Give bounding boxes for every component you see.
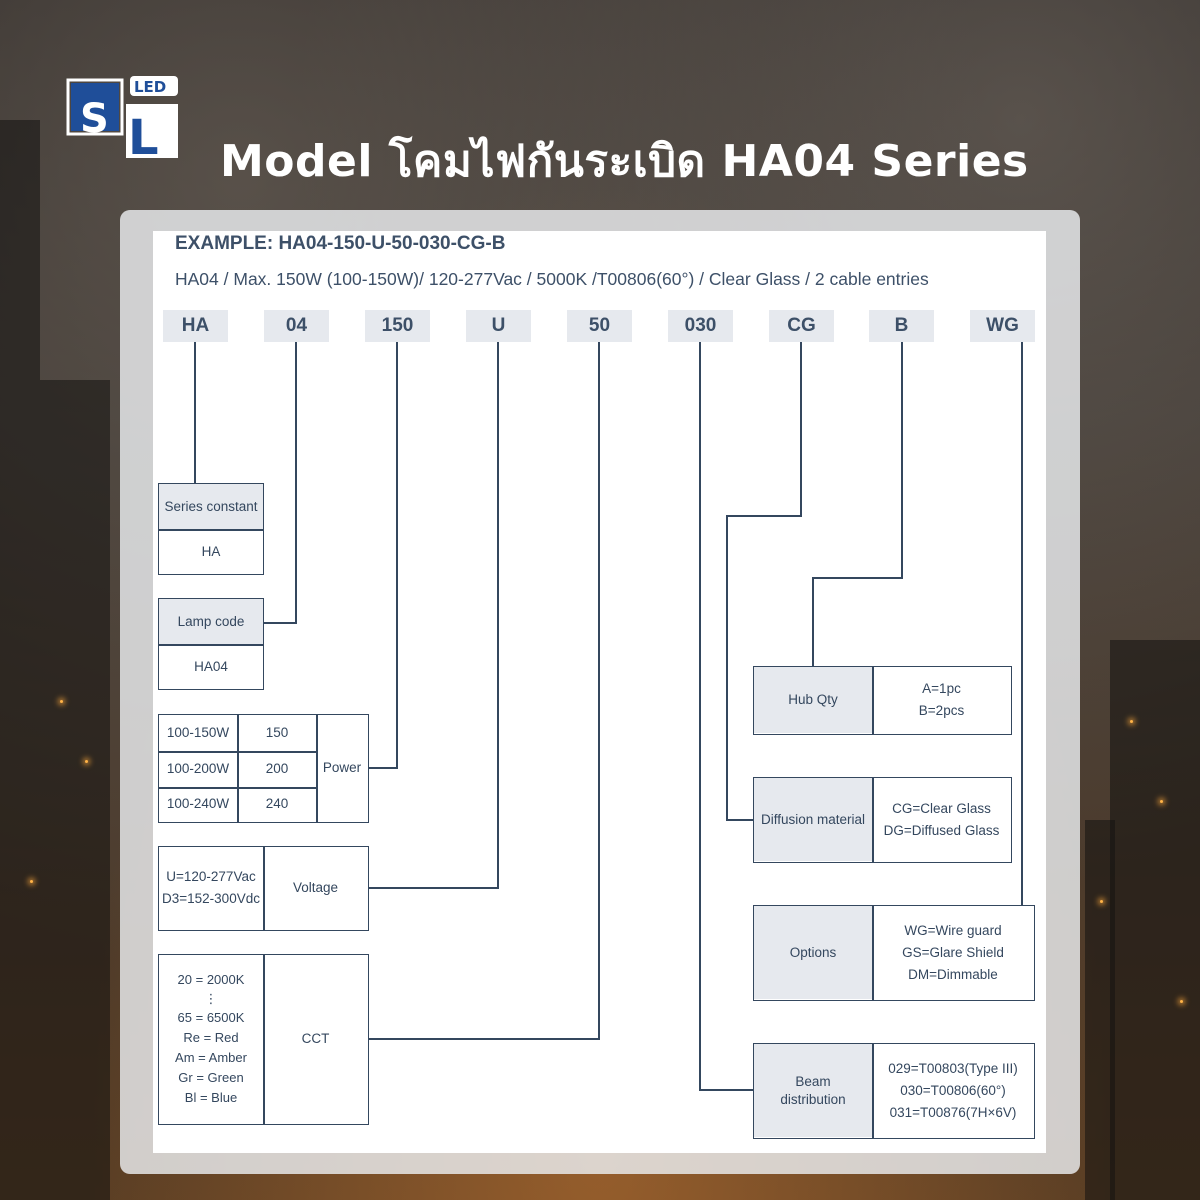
beam-label: Beam distribution [754, 1044, 872, 1137]
diffusion-box: Diffusion material CG=Clear Glass DG=Dif… [753, 777, 1012, 863]
code-segment-power: 150 [365, 310, 430, 342]
options-box: Options WG=Wire guard GS=Glare Shield DM… [753, 905, 1035, 1001]
sl-led-logo: S L LED [66, 76, 178, 162]
lamp-code-box: Lamp code HA04 [158, 598, 264, 690]
beam-options: 029=T00803(Type III) 030=T00806(60°) 031… [873, 1044, 1033, 1137]
options-list: WG=Wire guard GS=Glare Shield DM=Dimmabl… [873, 906, 1033, 999]
power-range-3: 100-240W [166, 796, 230, 811]
diffusion-option-2: DG=Diffused Glass [883, 822, 1000, 838]
lamp-code-value: HA04 [194, 658, 228, 674]
voltage-box: U=120-277Vac D3=152-300Vdc Voltage [158, 846, 369, 931]
cct-option-6: Bl = Blue [184, 1090, 238, 1105]
diffusion-label: Diffusion material [754, 778, 872, 861]
cct-options: 20 = 2000K ⋮ 65 = 6500K Re = Red Am = Am… [159, 955, 263, 1123]
hub-option-2: B=2pcs [918, 703, 965, 718]
power-code-2: 200 [265, 761, 289, 776]
options-option-3: DM=Dimmable [908, 966, 998, 982]
code-segment-beam: 030 [668, 310, 733, 342]
example-description: HA04 / Max. 150W (100-150W)/ 120-277Vac … [175, 269, 929, 289]
power-range-1: 100-150W [166, 725, 230, 740]
beam-option-1: 029=T00803(Type III) [888, 1060, 1018, 1076]
power-code-1: 150 [265, 725, 289, 740]
voltage-label: Voltage [292, 880, 339, 895]
lamp-code-label: Lamp code [159, 599, 263, 644]
beam-option-2: 030=T00806(60°) [900, 1082, 1006, 1098]
hub-qty-label: Hub Qty [754, 667, 872, 733]
cct-option-1: 20 = 2000K [177, 972, 245, 987]
code-segment-options: WG [970, 310, 1035, 342]
cct-option-5: Gr = Green [178, 1070, 244, 1085]
svg-text:L: L [128, 110, 159, 162]
page-title: Model โคมไฟกันระเบิด HA04 Series [220, 136, 1029, 187]
power-label: Power [322, 760, 362, 775]
cct-box: 20 = 2000K ⋮ 65 = 6500K Re = Red Am = Am… [158, 954, 369, 1125]
code-segment-lamp: 04 [264, 310, 329, 342]
hub-qty-box: Hub Qty A=1pc B=2pcs [753, 666, 1012, 735]
options-option-1: WG=Wire guard [904, 922, 1002, 938]
options-option-2: GS=Glare Shield [902, 944, 1004, 960]
code-segment-diffusion: CG [769, 310, 834, 342]
diffusion-option-1: CG=Clear Glass [892, 800, 991, 816]
hub-qty-options: A=1pc B=2pcs [873, 667, 1010, 733]
cct-option-4: Am = Amber [175, 1050, 247, 1065]
code-segment-voltage: U [466, 310, 531, 342]
series-constant-box: Series constant HA [158, 483, 264, 575]
power-box: 100-150W 150 100-200W 200 100-240W 240 P… [158, 714, 369, 823]
code-segment-series: HA [163, 310, 228, 342]
voltage-option-1: U=120-277Vac [166, 869, 256, 884]
series-constant-label: Series constant [159, 484, 263, 529]
hub-option-1: A=1pc [922, 681, 961, 696]
power-code-3: 240 [265, 796, 289, 811]
code-segment-cct: 50 [567, 310, 632, 342]
voltage-options: U=120-277Vac D3=152-300Vdc [159, 847, 263, 929]
voltage-option-2: D3=152-300Vdc [162, 891, 260, 906]
cct-label: CCT [301, 1031, 330, 1046]
example-title: EXAMPLE: HA04-150-U-50-030-CG-B [175, 233, 506, 254]
series-constant-value: HA [201, 543, 221, 559]
power-range-2: 100-200W [166, 761, 230, 776]
options-label: Options [754, 906, 872, 999]
code-segment-hub: B [869, 310, 934, 342]
diffusion-options: CG=Clear Glass DG=Diffused Glass [873, 778, 1010, 861]
cct-option-3: Re = Red [183, 1030, 239, 1045]
cct-option-ellipsis: ⋮ [204, 991, 218, 1006]
beam-box: Beam distribution 029=T00803(Type III) 0… [753, 1043, 1035, 1139]
svg-text:LED: LED [134, 78, 166, 96]
svg-text:S: S [80, 96, 109, 142]
cct-option-2: 65 = 6500K [177, 1010, 245, 1025]
beam-option-3: 031=T00876(7H×6V) [889, 1104, 1017, 1120]
